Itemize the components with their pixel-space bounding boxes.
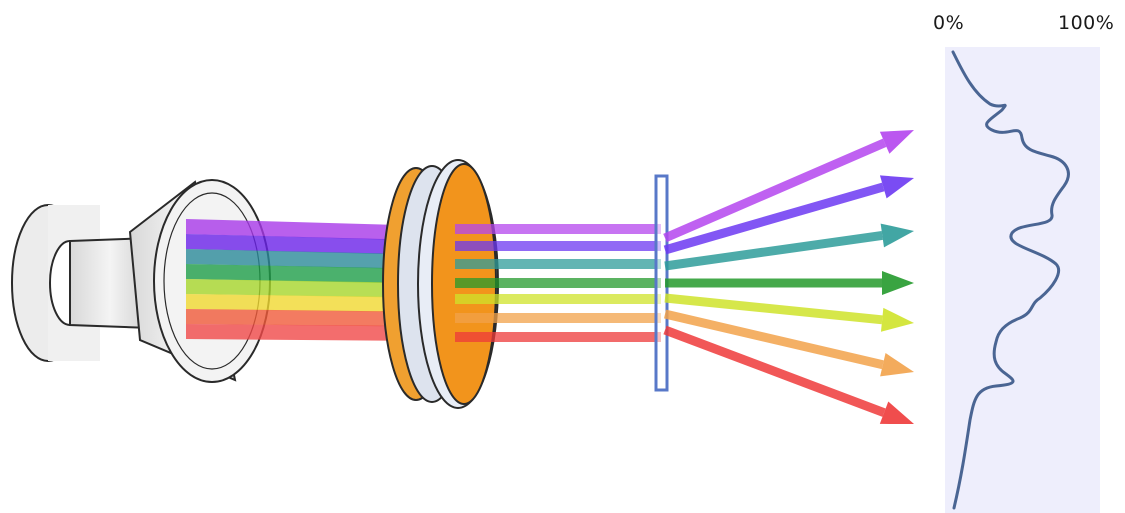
arrow-head-icon xyxy=(881,224,914,248)
scale-min-label: 0% xyxy=(933,12,964,34)
spectrum-panel xyxy=(945,47,1100,513)
beam-stripe-6 xyxy=(186,294,400,312)
filtered-ray-2 xyxy=(455,241,661,251)
scale-max-label: 100% xyxy=(1058,12,1114,34)
dispersed-ray-1 xyxy=(665,143,885,238)
dispersed-ray-5 xyxy=(665,298,882,320)
arrow-head-icon xyxy=(880,175,914,198)
filtered-ray-4 xyxy=(455,278,661,288)
arrow-head-icon xyxy=(880,353,914,376)
dispersed-rays xyxy=(665,130,914,424)
arrow-head-icon xyxy=(881,308,914,332)
spectrum-background xyxy=(945,47,1100,513)
filtered-ray-3 xyxy=(455,259,661,269)
arrow-head-icon xyxy=(882,271,914,295)
filtered-ray-1 xyxy=(455,224,661,234)
arrow-head-icon xyxy=(880,130,914,154)
arrow-head-icon xyxy=(880,401,914,424)
filtered-ray-5 xyxy=(455,294,661,304)
filtered-ray-6 xyxy=(455,313,661,323)
beam-stripe-8 xyxy=(186,324,400,341)
light-beam xyxy=(186,219,400,341)
beam-stripe-7 xyxy=(186,309,400,326)
filtered-ray-7 xyxy=(455,332,661,342)
